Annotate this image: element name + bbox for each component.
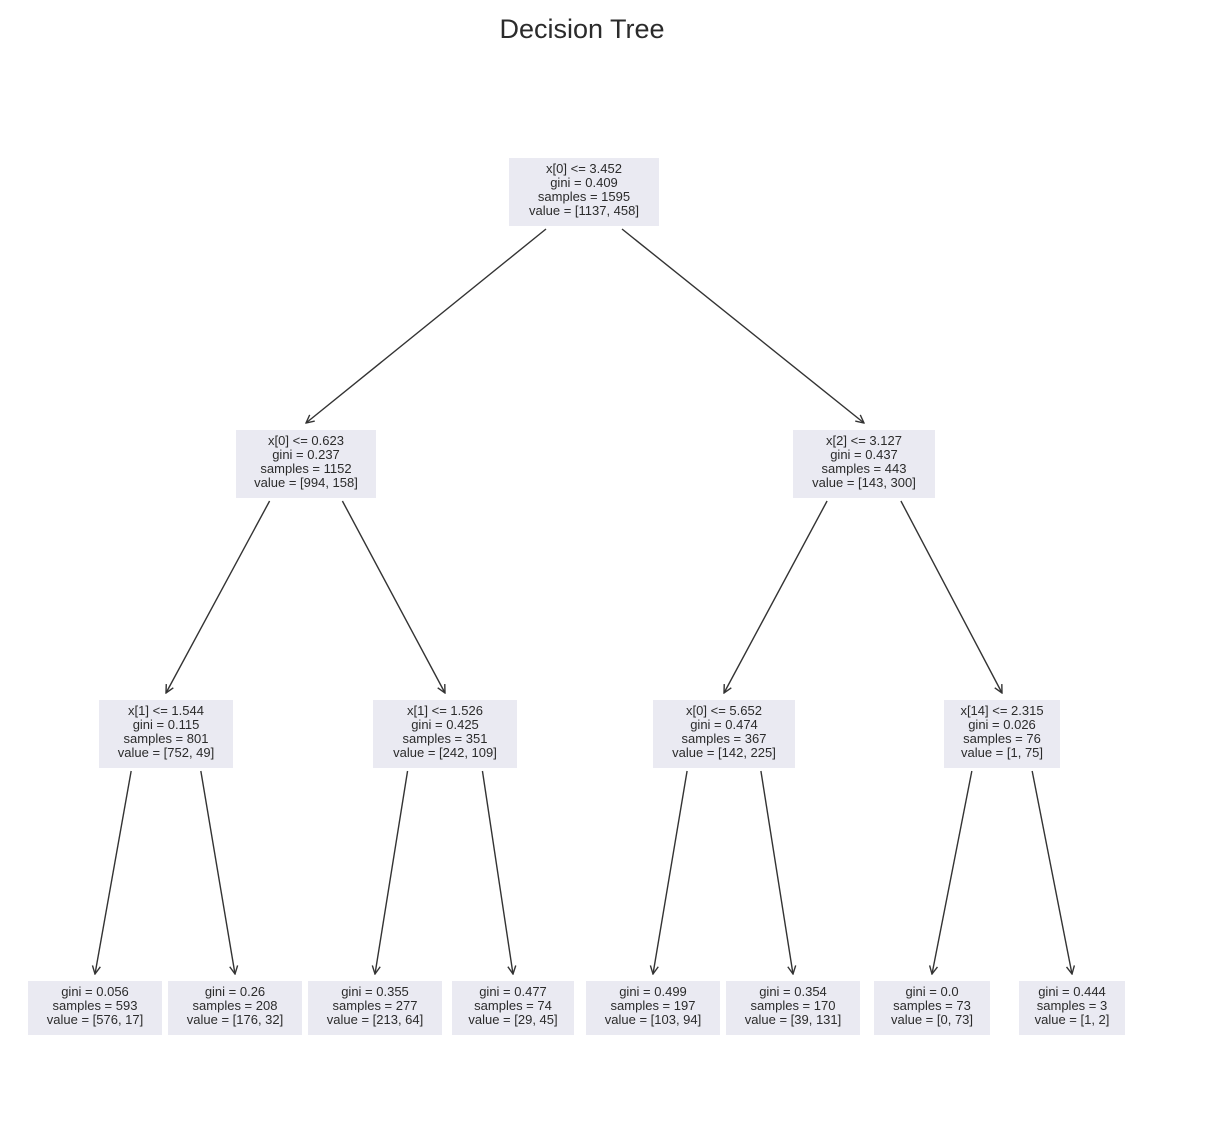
node-value-text: value = [213, 64] xyxy=(326,1012,424,1027)
node-gini-text: gini = 0.477 xyxy=(479,984,547,999)
node-value-text: value = [1, 2] xyxy=(1034,1012,1110,1027)
node-gini-text: gini = 0.056 xyxy=(61,984,129,999)
node-gini-text: gini = 0.115 xyxy=(132,717,200,732)
node-samples-text: samples = 73 xyxy=(893,998,971,1013)
node-value-text: value = [39, 131] xyxy=(744,1012,842,1027)
edge-arrow xyxy=(481,770,513,974)
node-value-text: value = [176, 32] xyxy=(186,1012,284,1027)
node-gini-text: gini = 0.499 xyxy=(619,984,687,999)
node-split-text: x[0] <= 0.623 xyxy=(268,433,344,448)
node-gini-text: gini = 0.0 xyxy=(905,984,959,999)
node-samples-text: samples = 208 xyxy=(192,998,278,1013)
edge-arrow xyxy=(341,500,445,693)
node-gini-text: gini = 0.26 xyxy=(204,984,266,999)
node-samples-text: samples = 593 xyxy=(52,998,138,1013)
edge-arrow xyxy=(760,770,793,974)
node-gini-text: gini = 0.354 xyxy=(759,984,827,999)
node-value-text: value = [103, 94] xyxy=(604,1012,702,1027)
node-split-text: x[14] <= 2.315 xyxy=(960,703,1044,718)
node-samples-text: samples = 197 xyxy=(610,998,696,1013)
node-samples-text: samples = 351 xyxy=(402,731,488,746)
node-value-text: value = [0, 73] xyxy=(890,1012,974,1027)
node-value-text: value = [242, 109] xyxy=(393,745,497,760)
edge-arrow xyxy=(95,770,132,974)
node-samples-text: samples = 3 xyxy=(1036,998,1108,1013)
node-samples-text: samples = 801 xyxy=(123,731,209,746)
node-split-text: x[1] <= 1.544 xyxy=(128,703,204,718)
node-split-text: x[2] <= 3.127 xyxy=(826,433,902,448)
node-samples-text: samples = 367 xyxy=(681,731,767,746)
node-gini-text: gini = 0.474 xyxy=(690,717,758,732)
edge-arrow xyxy=(200,770,235,974)
edge-arrow xyxy=(621,228,864,423)
edge-arrow xyxy=(375,770,409,974)
node-gini-text: gini = 0.237 xyxy=(272,447,340,462)
node-samples-text: samples = 76 xyxy=(963,731,1041,746)
edge-arrow xyxy=(1031,770,1072,974)
node-split-text: x[1] <= 1.526 xyxy=(407,703,483,718)
edge-arrow xyxy=(932,770,973,974)
edge-arrow xyxy=(306,228,547,423)
edge-arrow xyxy=(166,500,271,693)
node-gini-text: gini = 0.409 xyxy=(550,175,618,190)
node-split-text: x[0] <= 3.452 xyxy=(546,161,622,176)
node-value-text: value = [29, 45] xyxy=(468,1012,558,1027)
node-gini-text: gini = 0.437 xyxy=(830,447,898,462)
node-value-text: value = [576, 17] xyxy=(46,1012,144,1027)
node-value-text: value = [143, 300] xyxy=(812,475,916,490)
edge-arrow xyxy=(653,770,688,974)
node-value-text: value = [752, 49] xyxy=(117,745,215,760)
node-samples-text: samples = 443 xyxy=(821,461,907,476)
edge-arrow xyxy=(900,500,1002,693)
node-value-text: value = [1137, 458] xyxy=(529,203,639,218)
node-split-text: x[0] <= 5.652 xyxy=(686,703,762,718)
node-samples-text: samples = 1595 xyxy=(537,189,631,204)
node-gini-text: gini = 0.355 xyxy=(341,984,409,999)
node-samples-text: samples = 74 xyxy=(474,998,552,1013)
edge-arrow xyxy=(724,500,828,693)
node-gini-text: gini = 0.026 xyxy=(968,717,1036,732)
node-samples-text: samples = 1152 xyxy=(260,461,352,476)
node-gini-text: gini = 0.425 xyxy=(411,717,479,732)
node-samples-text: samples = 277 xyxy=(332,998,418,1013)
node-value-text: value = [994, 158] xyxy=(254,475,358,490)
node-gini-text: gini = 0.444 xyxy=(1038,984,1106,999)
figure-title: Decision Tree xyxy=(499,14,665,44)
node-value-text: value = [1, 75] xyxy=(960,745,1044,760)
node-value-text: value = [142, 225] xyxy=(672,745,776,760)
node-samples-text: samples = 170 xyxy=(750,998,836,1013)
